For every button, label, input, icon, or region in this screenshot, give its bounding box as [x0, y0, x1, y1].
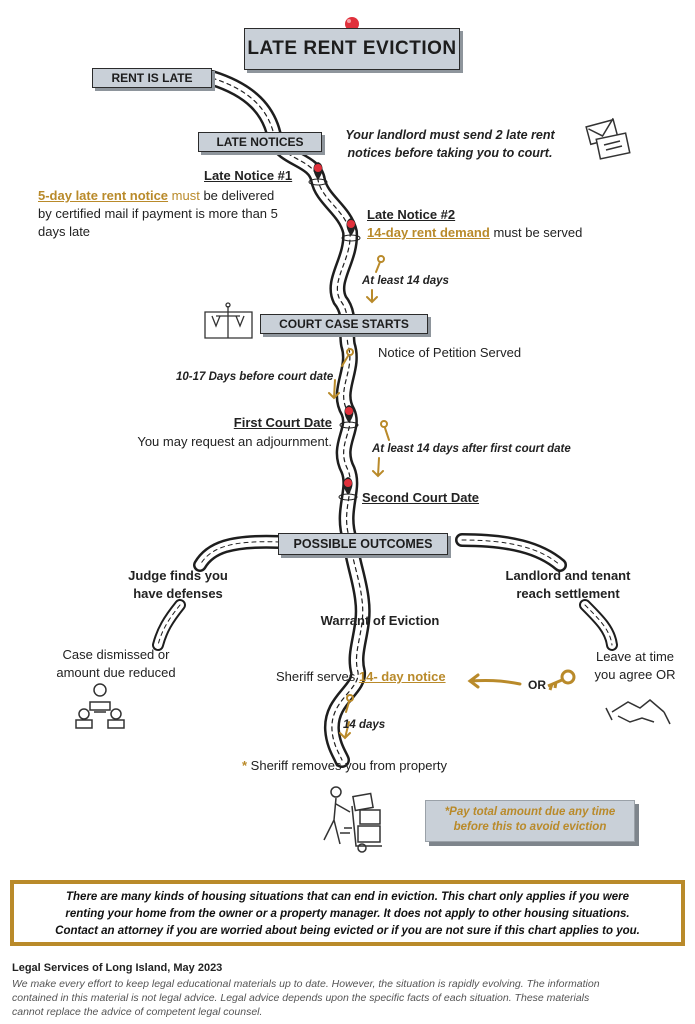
- outcome-sheriff-serves: Sheriff serves 14- day notice: [276, 669, 446, 684]
- footer-title: Legal Services of Long Island, May 2023: [12, 962, 223, 974]
- fourteen-day-demand-link: 14-day rent demand: [367, 225, 490, 240]
- outcome-leave: Leave at time you agree OR: [594, 649, 676, 682]
- pin-icon: [339, 405, 359, 429]
- late-notice-1-text: 5-day late rent notice must be delivered…: [38, 188, 278, 239]
- timing-10-17-days: 10-17 Days before court date: [176, 371, 334, 383]
- page-title: LATE RENT EVICTION: [244, 28, 460, 70]
- step-possible-outcomes: POSSIBLE OUTCOMES: [278, 533, 448, 555]
- people-meeting-icon: [75, 683, 125, 729]
- or-label: OR: [528, 678, 546, 692]
- outcome-settlement: Landlord and tenant reach settlement: [505, 568, 631, 601]
- late-notice-2-heading: Late Notice #2: [367, 207, 456, 222]
- timing-arrows: [328, 255, 522, 740]
- late-notices-note: Your landlord must send 2 late rent noti…: [345, 128, 555, 160]
- envelope-icon: [585, 117, 631, 160]
- pay-note: *Pay total amount due any time before th…: [425, 800, 635, 842]
- pin-icon: [338, 477, 358, 501]
- pin-icon: [345, 17, 359, 31]
- disclaimer-box: There are many kinds of housing situatio…: [10, 880, 685, 946]
- first-court-heading: First Court Date: [233, 415, 332, 430]
- step-court-case-starts: COURT CASE STARTS: [260, 314, 428, 334]
- step-late-notices: LATE NOTICES: [198, 132, 322, 152]
- outcome-defenses: Judge finds you have defenses: [128, 568, 228, 601]
- late-notice-2-text: 14-day rent demand must be served: [367, 225, 583, 240]
- sheriff-removes: * Sheriff removes you from property: [242, 758, 447, 773]
- five-day-notice-link: 5-day late rent notice: [38, 188, 169, 203]
- outcome-dismissed: Case dismissed or amount due reduced: [56, 647, 176, 680]
- pin-icon: [308, 162, 328, 186]
- outcome-warrant: Warrant of Eviction: [320, 613, 440, 628]
- first-court-text: You may request an adjournment.: [137, 434, 332, 449]
- second-court-heading: Second Court Date: [362, 490, 480, 505]
- scales-icon: [204, 302, 253, 339]
- late-notice-1-heading: Late Notice #1: [204, 168, 293, 183]
- timing-14-days: 14 days: [343, 719, 386, 731]
- handshake-icon: [605, 699, 671, 725]
- petition-served: Notice of Petition Served: [378, 345, 522, 360]
- hand-truck-icon: [323, 786, 382, 853]
- sheriff-notice-link: 14- day notice: [358, 669, 446, 684]
- key-icon: [547, 669, 576, 691]
- timing-after-first-court: At least 14 days after first court date: [372, 443, 571, 455]
- footer-text: We make every effort to keep legal educa…: [12, 978, 600, 1018]
- timing-at-least-14: At least 14 days: [362, 275, 449, 287]
- step-rent-is-late: RENT IS LATE: [92, 68, 212, 88]
- pin-icon: [341, 218, 361, 242]
